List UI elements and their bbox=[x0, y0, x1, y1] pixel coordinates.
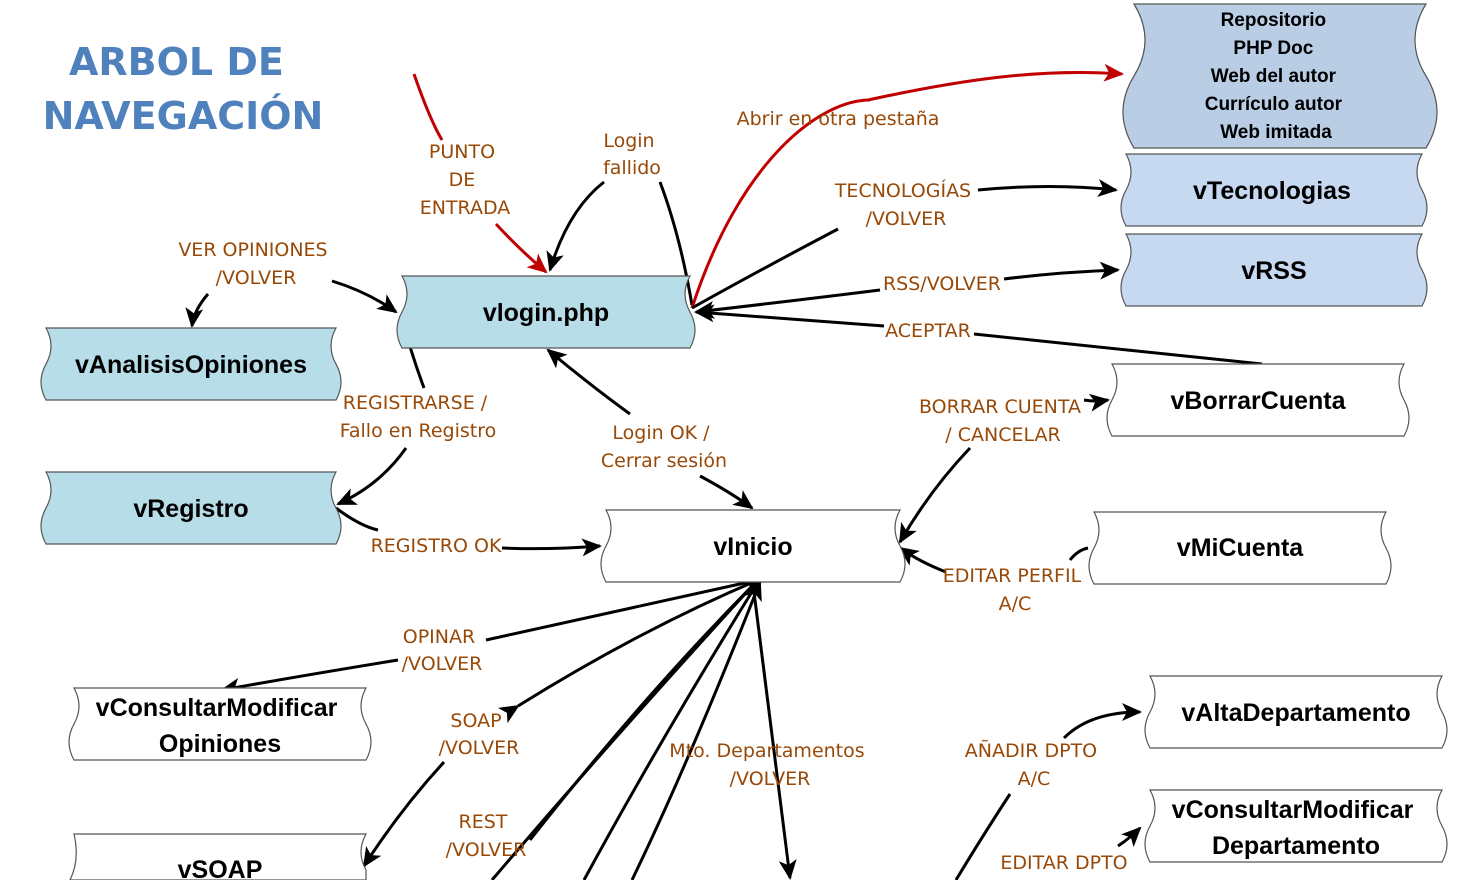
label-anadir-dpto: AÑADIR DPTO A/C bbox=[965, 739, 1103, 790]
label-aceptar: ACEPTAR bbox=[885, 320, 971, 342]
node-repositorio-label: Repositorio PHP Doc Web del autor Curríc… bbox=[1205, 10, 1348, 143]
node-vanalisis-label: vAnalisisOpiniones bbox=[75, 351, 307, 379]
label-opinar: OPINAR /VOLVER bbox=[402, 626, 483, 675]
label-punto-entrada: PUNTO DE ENTRADA bbox=[420, 141, 511, 219]
editar-perfil-arrow-in bbox=[898, 546, 947, 574]
editar-dpto-arrow-head bbox=[1117, 826, 1142, 848]
label-ver-opiniones: VER OPINIONES /VOLVER bbox=[178, 239, 333, 289]
login-fallido-arrow-in bbox=[546, 180, 605, 272]
editar-perfil-arrow-out bbox=[1068, 546, 1089, 561]
registro-ok-arrow-head bbox=[501, 538, 602, 557]
label-mto-departamentos: Mto. Departamentos /VOLVER bbox=[669, 740, 870, 790]
node-vborrar-label: vBorrarCuenta bbox=[1170, 387, 1346, 415]
node-vlogin-label: vlogin.php bbox=[483, 299, 609, 327]
node-valta-departamento-label: vAltaDepartamento bbox=[1181, 699, 1410, 727]
label-editar-perfil: EDITAR PERFIL A/C bbox=[943, 565, 1087, 615]
node-vanalisis-shape bbox=[40, 327, 342, 401]
opinar-arrow bbox=[485, 578, 759, 642]
registrarse-arrow-down bbox=[336, 447, 408, 506]
entry-point-arrow-tail bbox=[494, 222, 548, 274]
registro-ok-arrow-tail bbox=[335, 506, 379, 532]
aceptar-arrow bbox=[973, 332, 1263, 366]
anadir-dpto-arrow-head bbox=[1062, 703, 1142, 740]
node-vconsultar-opiniones: vConsultarModificar Opiniones bbox=[68, 687, 372, 761]
label-tecnologias: TECNOLOGÍAS /VOLVER bbox=[834, 179, 977, 230]
node-vmicuenta-label: vMiCuenta bbox=[1177, 534, 1305, 562]
tecnologias-arrow-in bbox=[691, 227, 839, 310]
node-vmicuenta: vMiCuenta bbox=[1088, 511, 1392, 585]
node-vlogin-shape bbox=[396, 275, 696, 349]
login-ok-arrow-up bbox=[546, 348, 631, 416]
soap-arrow bbox=[497, 578, 759, 724]
node-vmicuenta-shape bbox=[1088, 511, 1392, 585]
node-valta-departamento-shape bbox=[1144, 675, 1448, 749]
extra-arrow-2 bbox=[630, 580, 762, 880]
node-vconsultar-departamento-shape bbox=[1144, 789, 1448, 863]
label-login-fallido: Login fallido bbox=[603, 130, 661, 179]
node-repositorio: Repositorio PHP Doc Web del autor Curríc… bbox=[1122, 3, 1438, 149]
label-soap: SOAP /VOLVER bbox=[439, 710, 520, 759]
node-vsoap-label: vSOAP bbox=[178, 856, 263, 880]
diagram-title: ARBOL DE NAVEGACIÓN bbox=[43, 40, 324, 138]
node-vtecnologias-label: vTecnologias bbox=[1193, 177, 1351, 205]
node-valta-departamento: vAltaDepartamento bbox=[1144, 675, 1448, 749]
rss-arrow-in bbox=[694, 288, 881, 319]
node-vrss-label: vRSS bbox=[1241, 257, 1306, 285]
extra-arrow-1 bbox=[582, 581, 760, 880]
node-vtecnologias: vTecnologias bbox=[1120, 153, 1428, 227]
edge-labels: PUNTO DE ENTRADA Login fallido Abrir en … bbox=[178, 108, 1127, 874]
entry-point-arrow bbox=[412, 73, 444, 141]
open-new-tab-arrow-head bbox=[867, 63, 1124, 102]
node-vrss: vRSS bbox=[1120, 233, 1428, 307]
rest-arrow-2 bbox=[490, 580, 758, 880]
label-editar-dpto: EDITAR DPTO bbox=[1000, 852, 1127, 874]
node-vconsultar-opiniones-shape bbox=[68, 687, 372, 761]
node-vconsultar-departamento: vConsultarModificar Departamento bbox=[1144, 789, 1448, 863]
ver-opiniones-arrow-out bbox=[331, 279, 398, 314]
node-vborrar: vBorrarCuenta bbox=[1106, 363, 1410, 437]
node-vregistro: vRegistro bbox=[40, 471, 342, 545]
anadir-dpto-arrow-tail bbox=[954, 793, 1012, 880]
label-login-ok: Login OK / Cerrar sesión bbox=[601, 422, 727, 472]
open-new-tab-arrow bbox=[690, 98, 871, 309]
node-vconsultar-opiniones-label: vConsultarModificar Opiniones bbox=[96, 694, 345, 758]
login-ok-arrow-down bbox=[699, 474, 754, 510]
node-vrss-shape bbox=[1120, 233, 1428, 307]
label-registro-ok: REGISTRO OK bbox=[371, 535, 502, 557]
opinar-arrow-head bbox=[220, 658, 399, 696]
node-repositorio-shape bbox=[1122, 3, 1438, 149]
ver-opiniones-arrow-in bbox=[185, 293, 210, 328]
node-vinicio: vInicio bbox=[600, 509, 906, 583]
login-fallido-arrow-out bbox=[658, 181, 694, 306]
label-registrarse: REGISTRARSE / Fallo en Registro bbox=[340, 392, 497, 442]
label-abrir-pestana: Abrir en otra pestaña bbox=[737, 108, 940, 130]
node-vconsultar-departamento-label: vConsultarModificar Departamento bbox=[1172, 796, 1421, 860]
node-vsoap-shape bbox=[69, 833, 368, 880]
connectors bbox=[185, 63, 1263, 880]
tecnologias-arrow-out bbox=[977, 179, 1118, 198]
node-vtecnologias-shape bbox=[1120, 153, 1428, 227]
rss-arrow-out bbox=[1003, 261, 1120, 281]
node-vanalisis: vAnalisisOpiniones bbox=[40, 327, 342, 401]
borrar-cuenta-arrow-out bbox=[898, 446, 972, 544]
node-vborrar-shape bbox=[1106, 363, 1410, 437]
node-vsoap: vSOAP bbox=[69, 833, 368, 880]
node-vregistro-label: vRegistro bbox=[133, 495, 248, 523]
node-vlogin: vlogin.php bbox=[396, 275, 696, 349]
aceptar-arrow-head bbox=[694, 304, 885, 328]
mto-dptos-arrow bbox=[742, 573, 797, 880]
soap-arrow-head bbox=[362, 760, 446, 868]
node-vinicio-shape bbox=[600, 509, 906, 583]
label-rest: REST /VOLVER bbox=[446, 811, 527, 861]
label-borrar-cuenta: BORRAR CUENTA / CANCELAR bbox=[919, 396, 1087, 446]
node-vinicio-label: vInicio bbox=[713, 533, 792, 561]
label-rss: RSS/VOLVER bbox=[883, 273, 1001, 295]
borrar-cuenta-arrow-in bbox=[1083, 393, 1110, 412]
node-vregistro-shape bbox=[40, 471, 342, 545]
